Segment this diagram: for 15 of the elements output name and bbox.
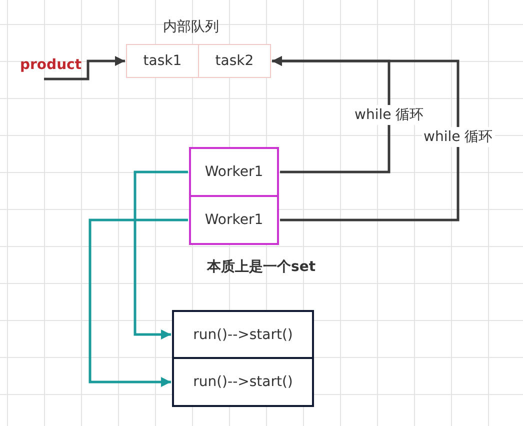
queue-title: 内部队列	[163, 18, 219, 36]
text-label: product	[20, 54, 82, 76]
thread-box: run()-->start()	[172, 357, 314, 407]
queue-cell: task2	[198, 44, 271, 78]
queue-cell: task1	[126, 44, 199, 78]
arrow	[134, 170, 188, 340]
note-text: 本质上是一个set	[207, 258, 316, 276]
arrow	[88, 218, 188, 387]
worker-box: Worker1	[189, 147, 279, 197]
thread-box: run()-->start()	[172, 310, 314, 359]
edge-label: while 循环	[352, 105, 426, 125]
worker-box: Worker1	[189, 195, 279, 245]
arrow	[44, 56, 125, 80]
edge-label: while 循环	[422, 127, 495, 147]
arrow	[272, 56, 460, 222]
